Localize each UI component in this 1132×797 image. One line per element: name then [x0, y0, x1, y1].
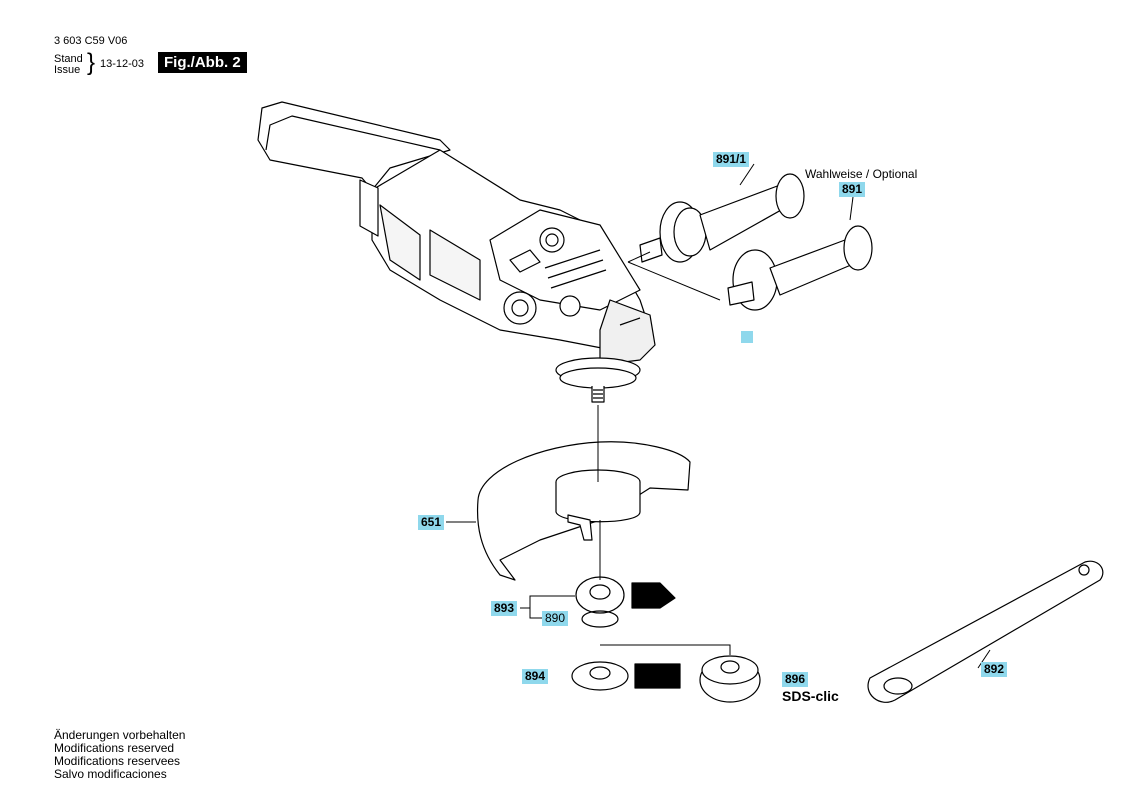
highlight-marker	[741, 331, 753, 343]
part-label-891-1: 891/1	[713, 152, 750, 167]
note-fr: Modifications reservees	[54, 754, 181, 768]
angle-grinder	[257, 101, 656, 403]
part-label-892: 892	[981, 662, 1008, 677]
quick-clamping-nut	[699, 655, 761, 703]
part-label-890: 890	[542, 611, 569, 626]
sds-clic-label: SDS-clic	[782, 688, 839, 704]
brace: }	[87, 49, 96, 76]
two-pin-spanner	[867, 560, 1104, 703]
optional-label: Wahlweise / Optional	[805, 167, 918, 181]
part-label-891: 891	[839, 182, 866, 197]
note-es: Salvo modificaciones	[54, 767, 167, 781]
part-label-893: 893	[491, 601, 518, 616]
document-number: 3 603 C59 V06	[54, 35, 128, 47]
clamping-nut	[571, 661, 681, 691]
part-label-894: 894	[522, 669, 549, 684]
protection-guard	[476, 441, 691, 581]
issue-date: 13-12-03	[100, 58, 145, 70]
part-label-651: 651	[418, 515, 445, 530]
footer-notes: Änderungen vorbehalten Modifications res…	[54, 729, 185, 781]
issue-label: Issue	[54, 64, 81, 76]
note-de: Änderungen vorbehalten	[54, 728, 186, 742]
stand-label: Stand	[54, 53, 83, 65]
auxiliary-handle-891-1	[639, 173, 805, 263]
auxiliary-handle-891	[727, 225, 873, 311]
part-label-896: 896	[782, 672, 809, 687]
figure-label: Fig./Abb. 2	[158, 52, 247, 73]
mounting-flange	[575, 576, 676, 628]
note-en: Modifications reserved	[54, 741, 175, 755]
